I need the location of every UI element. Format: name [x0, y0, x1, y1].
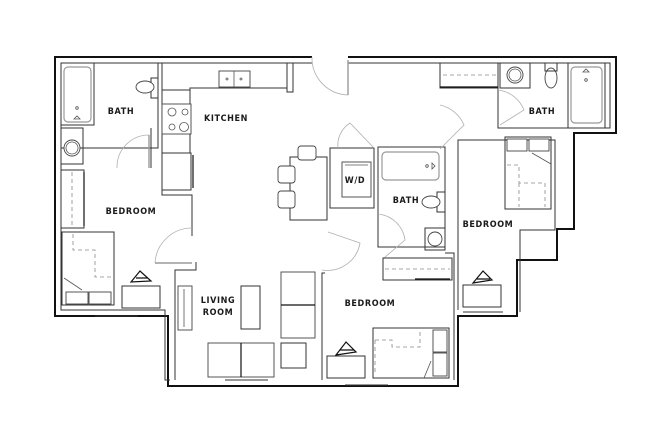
room-label-bedroom-left: BEDROOM [106, 207, 157, 217]
desk-right [462, 284, 502, 308]
room-label-bedroom-center: BEDROOM [345, 299, 396, 309]
desk-chair-center [334, 341, 358, 356]
coffee-table [240, 285, 261, 330]
tv-console [177, 285, 193, 331]
room-label-bath-left: BATH [108, 107, 134, 117]
bath-right: BATH [439, 62, 611, 129]
dining-chair [277, 165, 296, 184]
room-label-kitchen: KITCHEN [204, 114, 248, 124]
room-label-room: ROOM [203, 308, 233, 318]
bedroom-left: BEDROOM [60, 169, 161, 317]
bed-center [372, 327, 450, 379]
desk-chair-left [129, 270, 153, 283]
bathtub-left [63, 66, 92, 123]
door-bath-left[interactable] [116, 128, 152, 169]
toilet-center [421, 195, 441, 209]
living-room: LIVING ROOM [174, 262, 316, 381]
room-label-wd: W/D [345, 176, 365, 186]
sink-center [427, 231, 443, 247]
dining-table [289, 156, 328, 221]
kitchen: KITCHEN [161, 62, 294, 228]
bathtub-right [570, 66, 603, 124]
toilet-right [544, 67, 558, 89]
dining-chair [277, 190, 296, 209]
refrigerator [161, 152, 192, 191]
toilet-left [135, 80, 155, 94]
bedroom-right: BEDROOM [457, 136, 556, 313]
dining-area [277, 145, 328, 221]
door-bedroom-center[interactable] [321, 231, 361, 271]
desk-chair-right [471, 270, 494, 284]
bed-right [504, 136, 552, 210]
bed-left [61, 231, 115, 306]
room-label-bath-right: BATH [529, 107, 555, 117]
kitchen-sink [218, 70, 251, 88]
room-label-bath-center: BATH [393, 196, 419, 206]
closet-left [60, 169, 85, 229]
stove [161, 103, 192, 135]
desk-center [326, 355, 366, 379]
door-entry[interactable] [311, 56, 349, 96]
bedroom-center: BEDROOM [321, 252, 455, 386]
dining-chair [297, 145, 317, 161]
closet-center [382, 257, 453, 281]
door-hall[interactable] [439, 104, 465, 150]
room-label-living: LIVING [201, 296, 235, 306]
bathtub-center [381, 151, 440, 181]
door-bedroom-left[interactable] [154, 227, 193, 264]
ottoman [280, 342, 307, 369]
room-label-bedroom-right: BEDROOM [463, 220, 514, 230]
washer-dryer [341, 161, 372, 198]
desk-left [121, 285, 161, 309]
bath-center: BATH [377, 146, 446, 259]
bath-left: BATH [60, 62, 159, 165]
laundry-closet: W/D [329, 122, 375, 209]
